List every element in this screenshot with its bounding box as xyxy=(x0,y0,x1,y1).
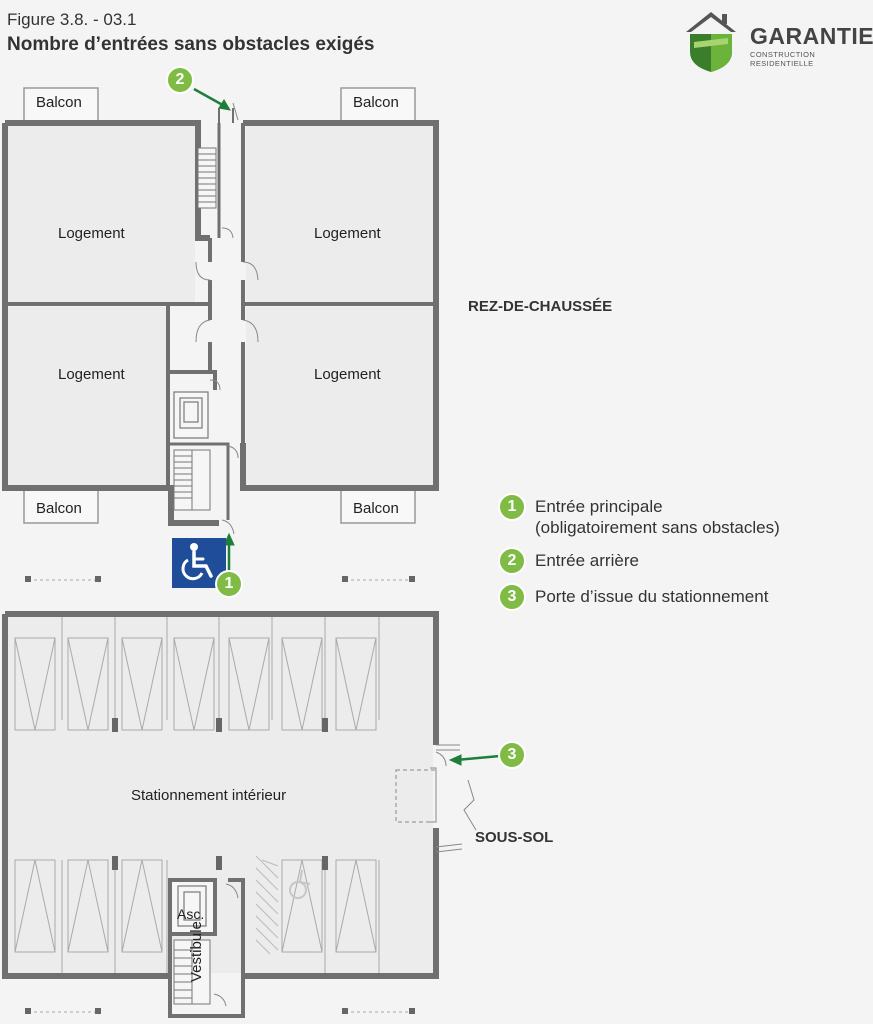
legend-text-1: Entrée principale (obligatoirement sans … xyxy=(535,493,780,538)
elevator-icon-basement xyxy=(177,885,207,927)
logo-subtitle: CONSTRUCTION RESIDENTIELLE xyxy=(750,50,816,68)
arrow-icon xyxy=(193,87,501,766)
label-balcon-bottom-left: Balcon xyxy=(36,500,82,517)
label-logement-1: Logement xyxy=(58,225,125,242)
legend-badge-1: 1 xyxy=(498,493,526,521)
stairs-icon-upper xyxy=(197,147,217,209)
figure-title: Nombre d’entrées sans obstacles exigés xyxy=(7,34,375,55)
legend-line: (obligatoirement sans obstacles) xyxy=(535,518,780,537)
basement-plan xyxy=(2,576,477,1018)
legend-item-1: 1 Entrée principale (obligatoirement san… xyxy=(498,493,780,538)
stairs-icon-basement xyxy=(173,939,211,1005)
label-balcon-bottom-right: Balcon xyxy=(353,500,399,517)
badge-2-map: 2 xyxy=(166,66,194,94)
balcony-top-left xyxy=(23,87,99,123)
legend-item-3: 3 Porte d’issue du stationnement xyxy=(498,583,768,611)
legend-line: Entrée principale xyxy=(535,497,663,516)
door-swing-icon xyxy=(195,102,259,535)
legend-badge-2: 2 xyxy=(498,547,526,575)
legend-text-2: Entrée arrière xyxy=(535,547,639,571)
legend-text-3: Porte d’issue du stationnement xyxy=(535,583,768,607)
label-logement-4: Logement xyxy=(314,366,381,383)
label-logement-3: Logement xyxy=(58,366,125,383)
label-vestibule: Vestibule xyxy=(188,921,205,982)
garantie-logo xyxy=(686,12,736,72)
logo-roof-icon xyxy=(686,12,736,32)
stairs-icon-lower xyxy=(173,449,211,511)
label-logement-2: Logement xyxy=(314,225,381,242)
label-balcon-top-right: Balcon xyxy=(353,94,399,111)
badge-3-map: 3 xyxy=(498,741,526,769)
legend-line: Entrée arrière xyxy=(535,551,639,570)
figure-number: Figure 3.8. - 03.1 xyxy=(7,10,137,29)
legend-line: Porte d’issue du stationnement xyxy=(535,587,769,606)
legend-badge-3: 3 xyxy=(498,583,526,611)
door-swing-icon-exit xyxy=(435,751,447,767)
section-ground-floor: REZ-DE-CHAUSSÉE xyxy=(468,298,613,315)
balcony-bottom-left xyxy=(23,487,99,524)
label-asc: Asc. xyxy=(177,906,205,922)
elevator-icon-ground xyxy=(173,391,209,439)
ground-floor-plan xyxy=(2,87,439,535)
badge-1-map: 1 xyxy=(215,570,243,598)
wheelchair-access-icon-floor xyxy=(289,869,311,899)
label-balcon-top-left: Balcon xyxy=(36,94,82,111)
accessible-stall-hatch xyxy=(255,855,279,955)
logo-name: GARANTIE xyxy=(750,23,873,49)
legend-item-2: 2 Entrée arrière xyxy=(498,547,639,575)
label-stationnement: Stationnement intérieur xyxy=(131,787,287,804)
section-basement: SOUS-SOL xyxy=(475,829,554,846)
